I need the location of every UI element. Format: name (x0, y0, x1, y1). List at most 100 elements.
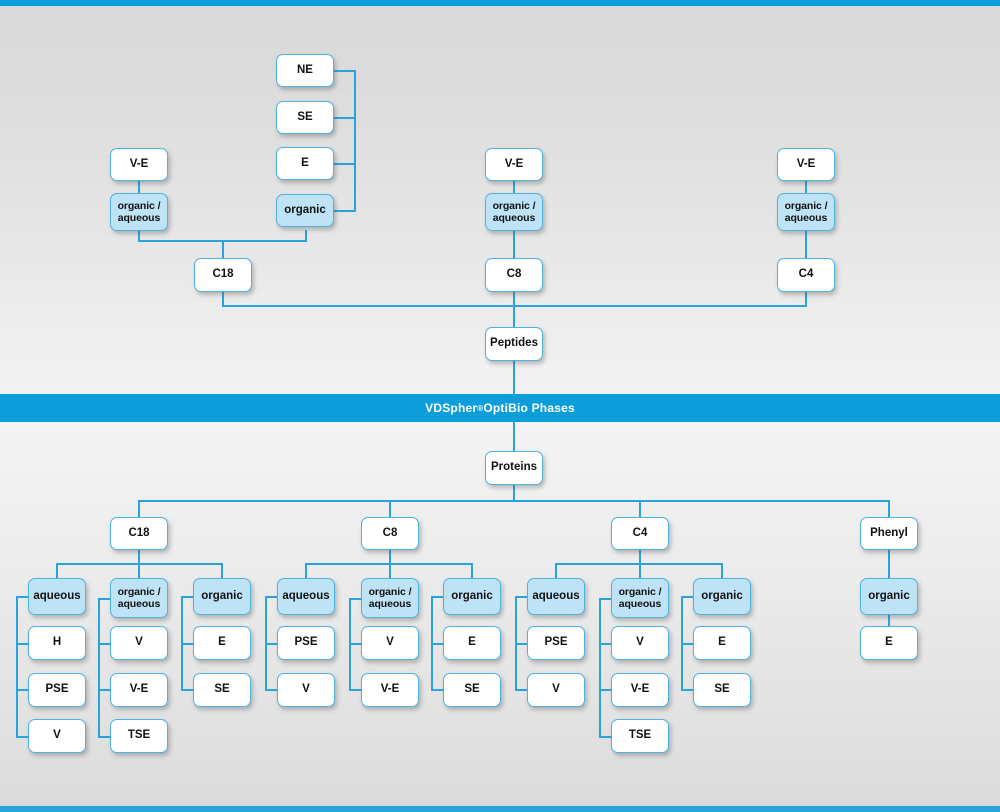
connector-c8-to-organic-aqueous (389, 563, 391, 578)
connector-c8-oa-stub2 (349, 689, 363, 691)
connector-c4-fan-stem (639, 550, 641, 564)
node-c4-mode-organic-aqueous[interactable]: organic /aqueous (611, 578, 669, 618)
node-proteins-phase-c4[interactable]: C4 (611, 517, 669, 550)
node-label-line2: aqueous (492, 212, 536, 224)
node-c18-oa-tse[interactable]: TSE (110, 719, 168, 753)
node-peptides-c18-oa-ve[interactable]: V-E (110, 148, 168, 181)
node-c8-aqueous-pse[interactable]: PSE (277, 626, 335, 660)
node-peptides-c18-organic-se[interactable]: SE (276, 101, 334, 134)
node-peptides-phase-c18[interactable]: C18 (194, 258, 252, 292)
node-label: TSE (628, 729, 652, 742)
node-proteins-phase-phenyl[interactable]: Phenyl (860, 517, 918, 550)
node-c8-organic-e[interactable]: E (443, 626, 501, 660)
node-peptides-root[interactable]: Peptides (485, 327, 543, 361)
node-peptides-phase-c4[interactable]: C4 (777, 258, 835, 292)
connector-c18-to-aqueous (56, 563, 58, 578)
node-c4-aqueous-v[interactable]: V (527, 673, 585, 707)
node-label: V (135, 636, 143, 649)
connector-c4-oa-rail (599, 598, 601, 736)
connector-proteins-bus (138, 500, 889, 502)
node-peptides-c4-oa-ve[interactable]: V-E (777, 148, 835, 181)
node-label: E (301, 156, 309, 169)
node-c18-aqueous-h[interactable]: H (28, 626, 86, 660)
node-c4-organic-e[interactable]: E (693, 626, 751, 660)
node-label: SE (714, 683, 730, 696)
node-c8-oa-ve[interactable]: V-E (361, 673, 419, 707)
node-label-line1: organic / (368, 585, 412, 598)
connector-c4-oa-stub1 (599, 643, 613, 645)
node-label: aqueous (282, 589, 330, 602)
center-banner (0, 394, 1000, 422)
node-c8-mode-organic-aqueous[interactable]: organic /aqueous (361, 578, 419, 618)
node-c18-oa-ve[interactable]: V-E (110, 673, 168, 707)
connector-c18-aqueous-stub0 (16, 596, 30, 598)
node-c8-organic-se[interactable]: SE (443, 673, 501, 707)
node-phenyl-organic-e[interactable]: E (860, 626, 918, 660)
node-peptides-c8-oa-ve[interactable]: V-E (485, 148, 543, 181)
node-peptides-phase-c8[interactable]: C8 (485, 258, 543, 292)
node-c18-organic-se[interactable]: SE (193, 673, 251, 707)
node-c18-aqueous-pse[interactable]: PSE (28, 673, 86, 707)
node-label: C8 (506, 268, 522, 281)
node-label: organic /aqueous (616, 586, 665, 611)
node-c8-mode-aqueous[interactable]: aqueous (277, 578, 335, 615)
node-label-line1: organic / (492, 199, 536, 212)
node-c4-aqueous-pse[interactable]: PSE (527, 626, 585, 660)
connector-c18-aqueous-stub3 (16, 736, 30, 738)
node-label: organic (701, 589, 743, 602)
node-c4-oa-ve[interactable]: V-E (611, 673, 669, 707)
node-label: SE (464, 683, 480, 696)
connector-c8-fan-bar (305, 563, 472, 565)
node-label: TSE (127, 729, 151, 742)
node-phenyl-mode-organic[interactable]: organic (860, 578, 918, 615)
connector-c18-to-organic-aqueous (138, 563, 140, 578)
node-c18-mode-organic[interactable]: organic (193, 578, 251, 615)
node-label: C4 (798, 268, 814, 281)
node-c8-aqueous-v[interactable]: V (277, 673, 335, 707)
node-label: organic (451, 589, 493, 602)
node-peptides-c8-mode-organic-aqueous[interactable]: organic /aqueous (485, 193, 543, 231)
node-c18-mode-aqueous[interactable]: aqueous (28, 578, 86, 615)
node-proteins-phase-c8[interactable]: C8 (361, 517, 419, 550)
node-label: C4 (632, 526, 648, 539)
node-label-line2: aqueous (784, 212, 828, 224)
connector-c4-down-bus (805, 292, 807, 306)
node-label: NE (297, 63, 313, 76)
connector-c18-organic-stub0 (181, 596, 195, 598)
connector-bus-to-phenyl (888, 500, 890, 517)
node-proteins-phase-c18[interactable]: C18 (110, 517, 168, 550)
node-c8-oa-v[interactable]: V (361, 626, 419, 660)
connector-c8-aqueous-stub1 (265, 643, 279, 645)
node-c18-aqueous-v[interactable]: V (28, 719, 86, 753)
node-c4-oa-tse[interactable]: TSE (611, 719, 669, 753)
node-c18-mode-organic-aqueous[interactable]: organic /aqueous (110, 578, 168, 618)
node-label: E (885, 636, 893, 649)
node-c18-organic-e[interactable]: E (193, 626, 251, 660)
node-peptides-c4-mode-organic-aqueous[interactable]: organic /aqueous (777, 193, 835, 231)
node-c4-mode-organic[interactable]: organic (693, 578, 751, 615)
node-label: aqueous (532, 589, 580, 602)
node-peptides-c18-organic-ne[interactable]: NE (276, 54, 334, 87)
node-label: Phenyl (870, 526, 908, 539)
node-peptides-c18-mode-organic[interactable]: organic (276, 194, 334, 227)
bottom-accent-bar (0, 806, 1000, 812)
node-c4-mode-aqueous[interactable]: aqueous (527, 578, 585, 615)
node-label: organic /aqueous (490, 200, 539, 225)
node-peptides-c18-mode-organic-aqueous[interactable]: organic /aqueous (110, 193, 168, 231)
connector-c18-down-bus (222, 292, 224, 306)
node-c4-oa-v[interactable]: V (611, 626, 669, 660)
node-label: organic /aqueous (115, 200, 164, 225)
node-peptides-c18-organic-e[interactable]: E (276, 147, 334, 180)
connector-c18-oa-stub1 (98, 643, 112, 645)
node-c8-mode-organic[interactable]: organic (443, 578, 501, 615)
node-c4-organic-se[interactable]: SE (693, 673, 751, 707)
node-label: Peptides (490, 337, 538, 350)
node-c18-oa-v[interactable]: V (110, 626, 168, 660)
connector-c4-fan-bar (555, 563, 722, 565)
connector-c8-fan-stem (389, 550, 391, 564)
node-proteins-root[interactable]: Proteins (485, 451, 543, 485)
node-label: PSE (544, 636, 568, 649)
connector-proteins-down (513, 485, 515, 501)
connector-c8-oa-to-c8 (513, 230, 515, 258)
